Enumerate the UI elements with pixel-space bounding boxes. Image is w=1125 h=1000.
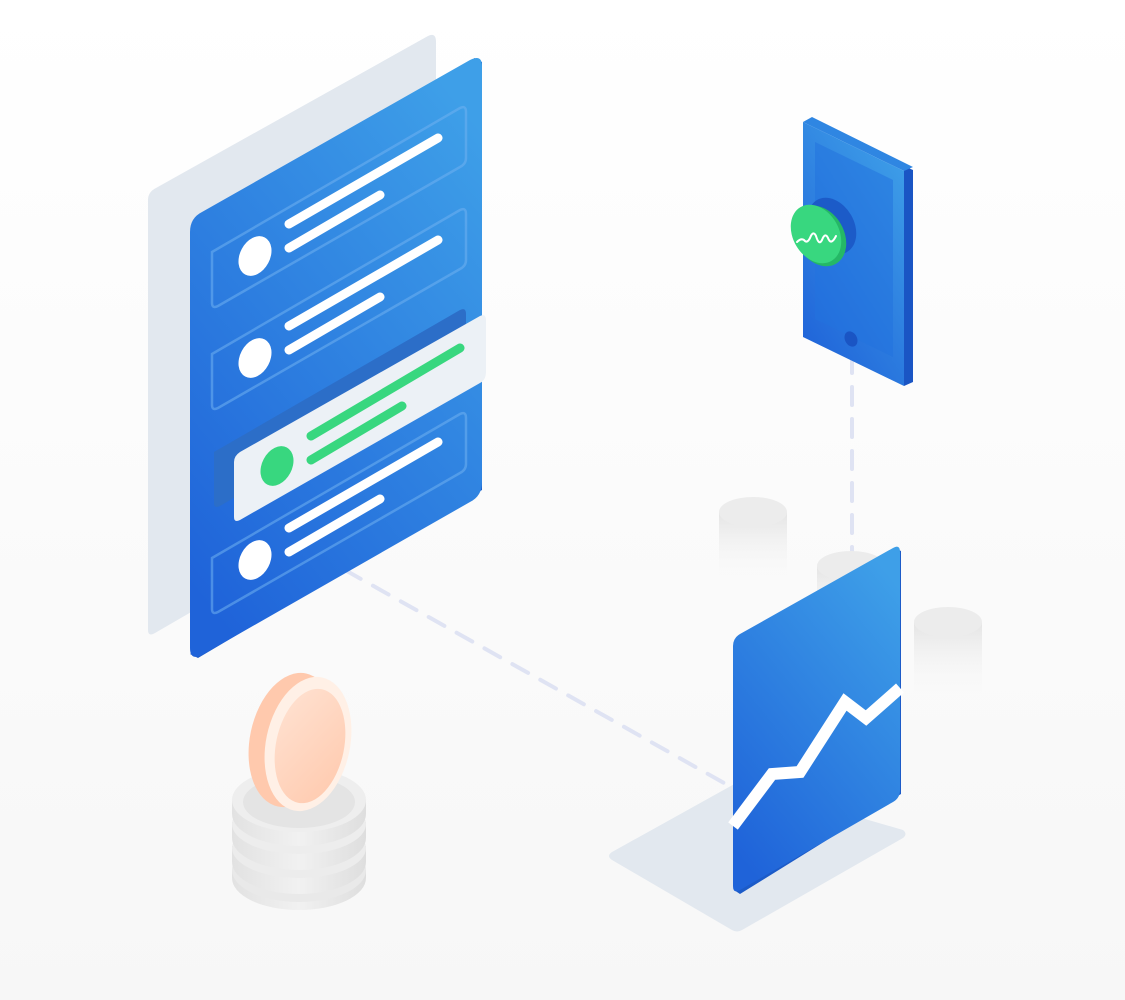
list-row-text-line-short [284,292,385,355]
list-panel-face [190,58,482,657]
list-row-frame [210,105,468,309]
list-row-text-line [284,437,443,533]
smartphone [790,117,913,386]
database-cylinder-icon [914,607,982,698]
list-row-avatar [238,338,272,378]
list-row-frame [210,411,468,615]
list-row-avatar [238,236,272,276]
list-row-avatar-selected [260,446,294,486]
smartphone-home-button [844,331,858,347]
chart-card-face [733,546,900,892]
list-row-text-line-selected [306,343,465,441]
smartphone-side [904,166,913,386]
list-item-selected [214,309,486,521]
list-row-text-line-short [284,494,385,557]
connector-panel-to-chart [343,568,742,794]
list-item [210,411,468,615]
smartphone-screen [815,142,893,357]
waveform-badge-face [790,204,842,264]
list-row-text-line [284,133,443,229]
list-row-frame [210,207,468,411]
list-item [210,105,468,309]
list-row-text-line-short-selected [306,401,407,465]
list-row-avatar [238,540,272,580]
list-panel [148,34,486,658]
trend-up-chart-icon [728,683,904,830]
list-row-text-line [284,235,443,331]
list-row-text-line-short [284,190,385,253]
database-cylinder-icon [719,497,787,586]
coin-stack [232,672,366,910]
waveform-badge [790,197,857,267]
smartphone-top-edge [803,117,913,171]
list-item [210,207,468,411]
dashed-connectors [343,353,854,794]
waveform-icon [796,232,837,244]
chart-card [609,546,906,932]
coin-icon [248,672,352,812]
